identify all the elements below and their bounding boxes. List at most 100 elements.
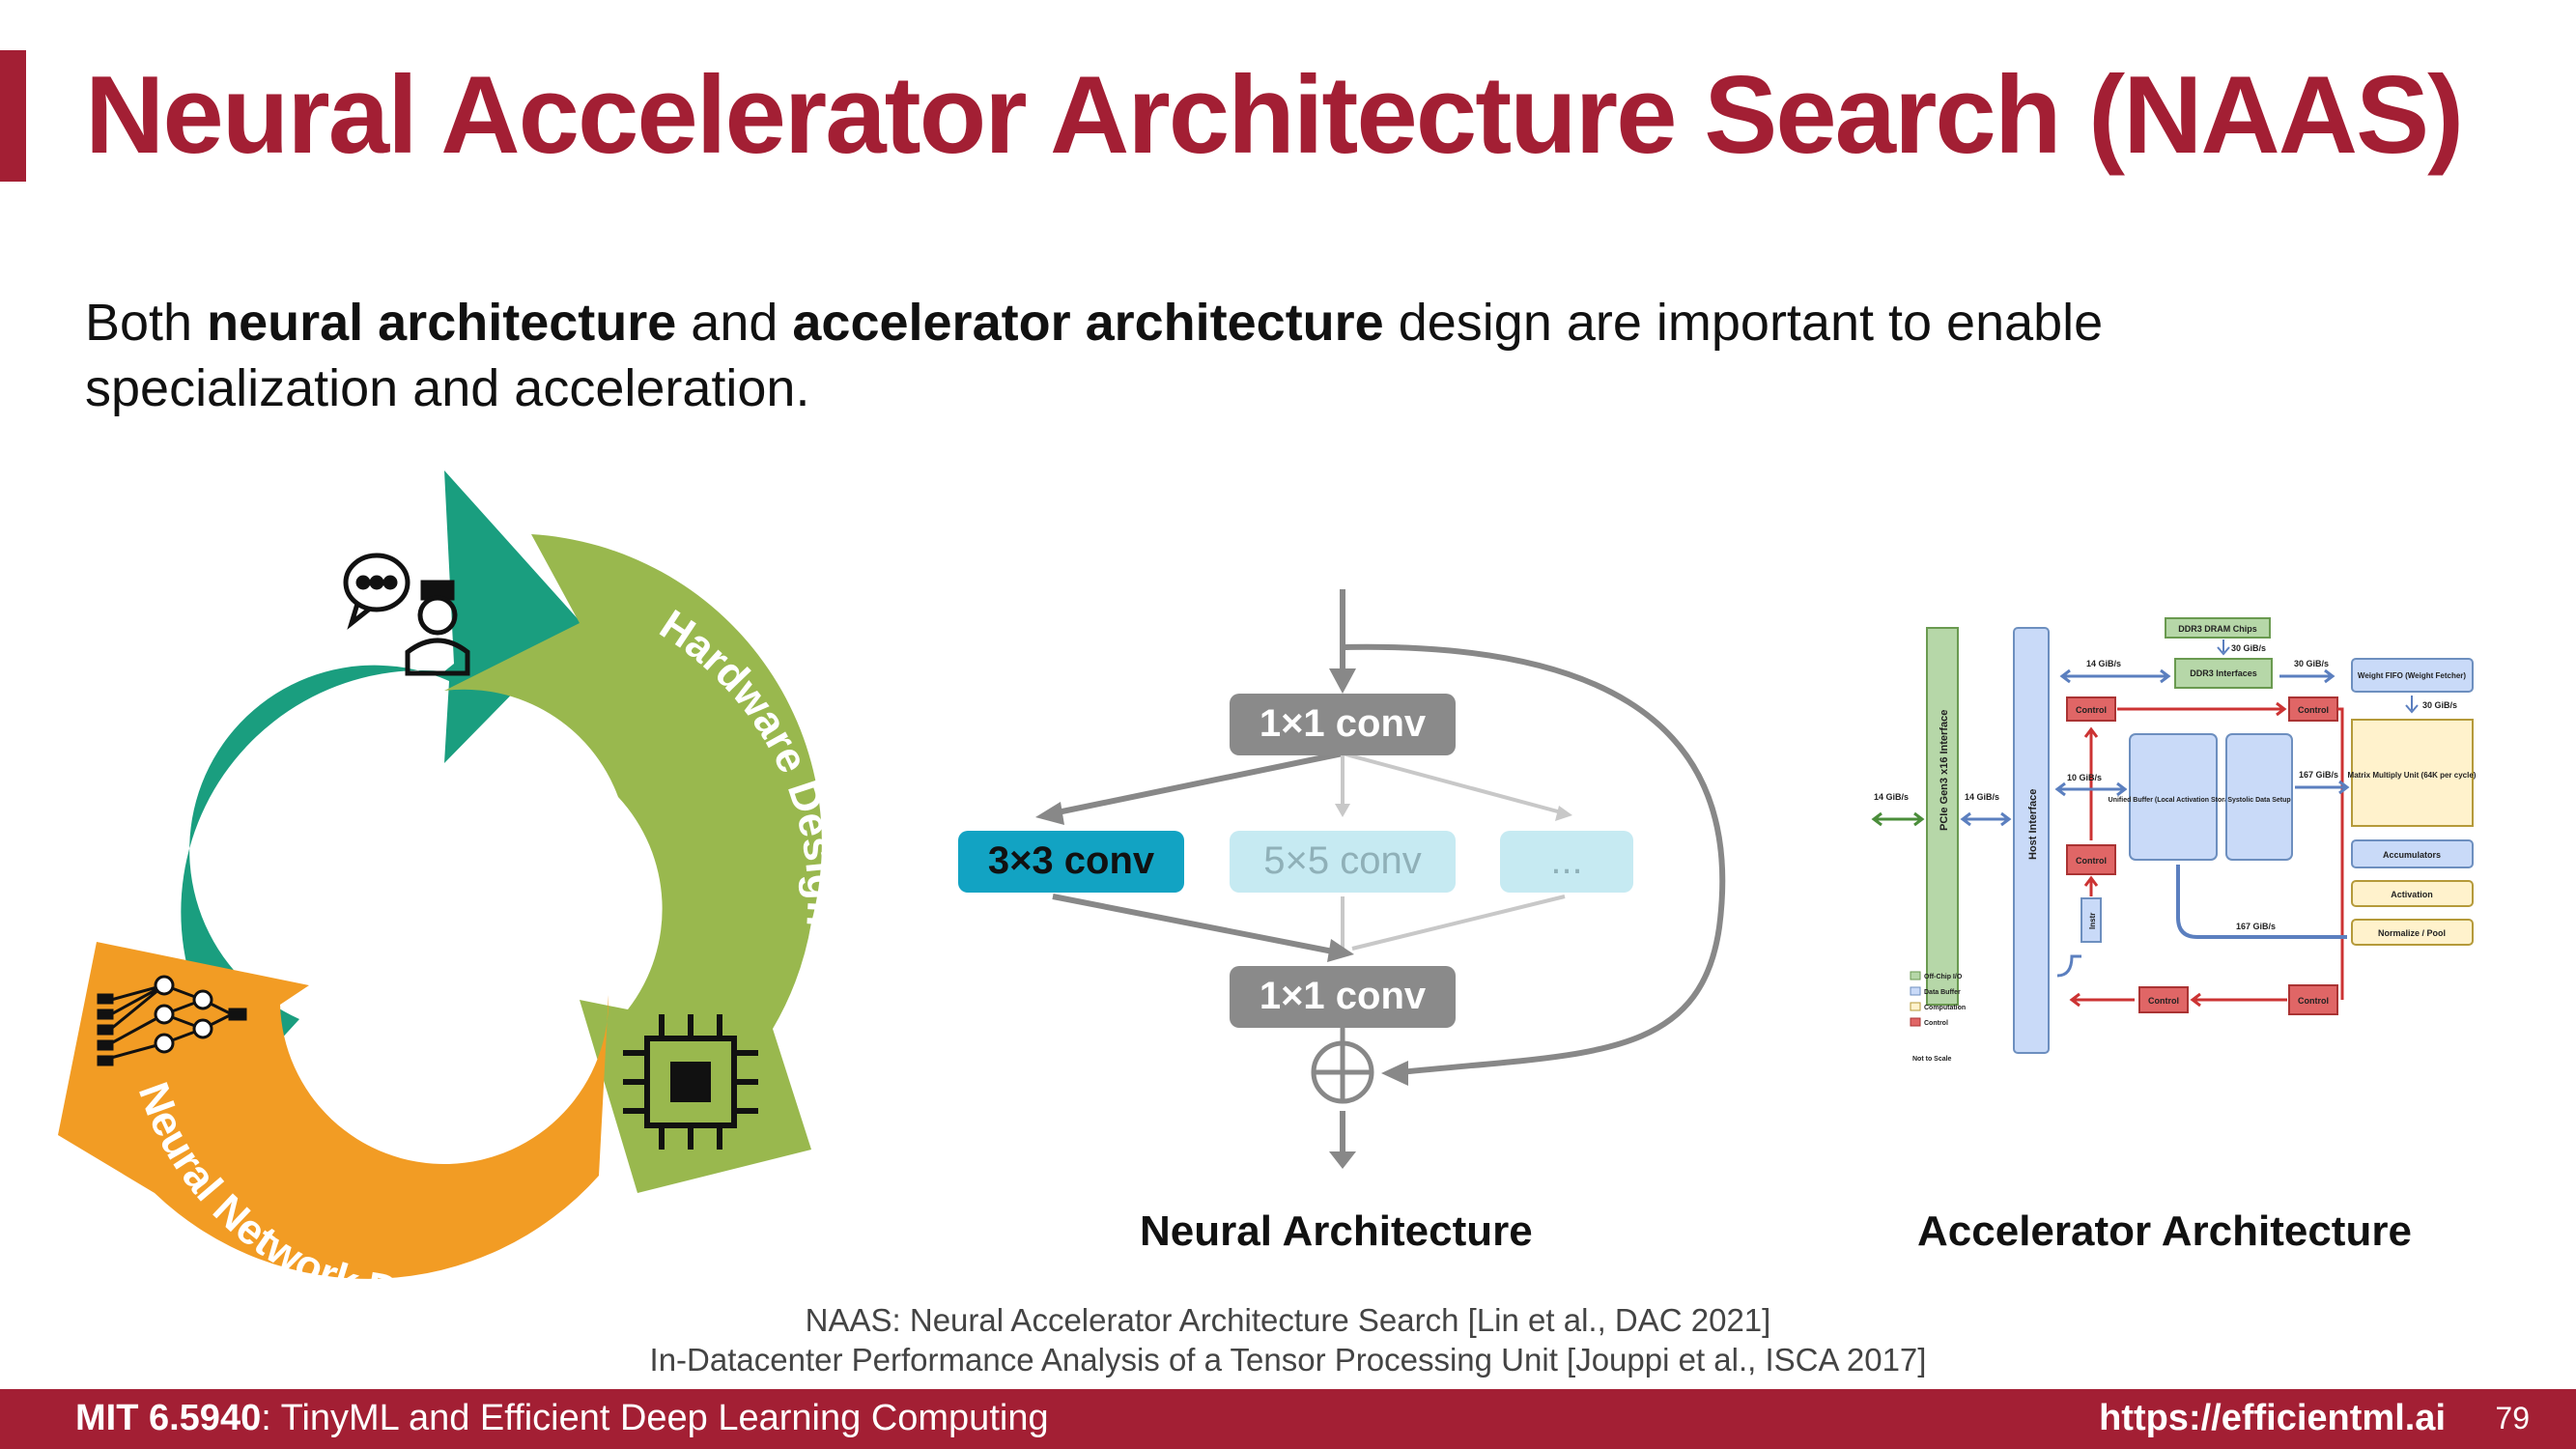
ddr3-weight-arrow <box>2279 668 2335 684</box>
control-right-bus <box>2337 707 2344 1000</box>
course-url-link[interactable]: https://efficientml.ai <box>2099 1398 2446 1438</box>
skip-connection <box>1342 643 1726 1075</box>
merge-arrowhead-3x3 <box>1327 939 1354 962</box>
add-icon <box>1311 1028 1374 1104</box>
control-label-5: Control <box>2298 996 2329 1006</box>
references: NAAS: Neural Accelerator Architecture Se… <box>0 1300 2576 1379</box>
result-feedback-path <box>2176 865 2347 939</box>
bw-label-dram: 30 GiB/s <box>2231 643 2266 653</box>
legend-data-buffer: Data Buffer <box>1924 989 1961 996</box>
branch-arrowhead-more <box>1555 806 1572 821</box>
instr-box <box>2081 897 2102 943</box>
branch-3x3-label: 3×3 conv <box>988 839 1155 882</box>
reference-tpu: In-Datacenter Performance Analysis of a … <box>649 1342 1927 1378</box>
branch-more-label: ... <box>1550 839 1582 882</box>
subtitle-bold-accelerator: accelerator architecture <box>792 294 1384 352</box>
branch-arrow-3x3 <box>1052 751 1344 816</box>
top-conv-box <box>1230 694 1456 755</box>
normalize-pool-box <box>2351 919 2474 946</box>
top-conv-label: 1×1 conv <box>1260 702 1427 745</box>
ddr3-interfaces-box <box>2174 658 2273 689</box>
merge-arrow-3x3 <box>1052 894 1334 954</box>
dram-chips-label: DDR3 DRAM Chips <box>2178 624 2257 634</box>
skip-arrowhead <box>1381 1061 1408 1086</box>
activation-box <box>2351 880 2474 907</box>
bw-label-result: 167 GiB/s <box>2236 922 2276 931</box>
chip-icon <box>623 1014 758 1150</box>
systolic-setup-label: Systolic Data Setup <box>2227 797 2290 804</box>
instr-control-arrow <box>2083 875 2099 896</box>
accumulators-box <box>2351 839 2474 868</box>
bw-label-ddr3-weight: 30 GiB/s <box>2294 659 2329 668</box>
pcie-interface-box <box>1926 627 1959 1006</box>
unified-buffer-box <box>2129 733 2218 861</box>
slide-title: Neural Accelerator Architecture Search (… <box>85 54 2464 177</box>
matrix-multiply-unit-box <box>2351 719 2474 827</box>
control-label-4: Control <box>2148 996 2179 1006</box>
control-link-arrow <box>2117 701 2287 717</box>
neural-architecture-caption: Neural Architecture <box>1140 1208 1533 1255</box>
pcie-host-arrow <box>1960 811 2012 827</box>
systolic-mmu-arrow <box>2295 780 2350 795</box>
input-arrowhead <box>1329 668 1356 694</box>
bw-label-host-buffer: 10 GiB/s <box>2067 773 2102 782</box>
control-box-3 <box>2066 844 2116 875</box>
accelerator-architecture-caption: Accelerator Architecture <box>1917 1208 2412 1255</box>
control-box-1 <box>2066 696 2116 722</box>
subtitle-part-2: and <box>676 294 793 352</box>
reference-naas: NAAS: Neural Accelerator Architecture Se… <box>805 1302 1771 1338</box>
output-arrowhead <box>1329 1151 1356 1169</box>
branch-more-box <box>1500 831 1633 893</box>
subtitle-part-1: Both <box>85 294 208 352</box>
footer-bar: MIT 6.5940: TinyML and Efficient Deep Le… <box>0 1389 2576 1449</box>
course-info: MIT 6.5940: TinyML and Efficient Deep Le… <box>75 1398 1049 1439</box>
legend-control: Control <box>1924 1020 1948 1027</box>
bw-label-weight-mmu: 30 GiB/s <box>2422 700 2457 710</box>
host-interface-box <box>2013 627 2050 1054</box>
pcie-external-arrow <box>1871 811 1925 827</box>
activation-label: Activation <box>2391 890 2433 899</box>
subtitle-bold-neural: neural architecture <box>207 294 677 352</box>
bw-label-pcie-in: 14 GiB/s <box>1874 792 1909 802</box>
legend-offchip: Off-Chip I/O <box>1924 974 1963 980</box>
neural-architecture-diagram: 1×1 conv 3×3 conv 5×5 conv ... 1×1 conv <box>958 589 1726 1169</box>
weight-fifo-label: Weight FIFO (Weight Fetcher) <box>2358 671 2466 680</box>
subtitle-part-3: design are important to enable specializ… <box>85 294 2104 417</box>
branch-5x5-label: 5×5 conv <box>1263 839 1421 882</box>
unified-buffer-label: Unified Buffer (Local Activation Storage… <box>2109 797 2239 804</box>
title-accent-bar <box>0 50 26 182</box>
host-buffer-arrow <box>2054 781 2128 797</box>
normalize-pool-label: Normalize / Pool <box>2378 928 2446 938</box>
control-box-5 <box>2288 984 2338 1015</box>
legend-computation: Computation <box>1924 1005 1966 1011</box>
control-box-4 <box>2138 986 2189 1013</box>
engineer-feedback-icon <box>343 553 470 676</box>
design-cycle-diagram: Feedback Hardware Design Neural Network … <box>58 470 831 1309</box>
control-label-1: Control <box>2076 705 2107 715</box>
bw-label-host-ddr3: 14 GiB/s <box>2086 659 2121 668</box>
feedback-arrow <box>181 470 581 1077</box>
neural-network-icon <box>97 975 247 1066</box>
legend: Off-Chip I/O Data Buffer Computation Con… <box>1910 971 1966 1063</box>
dram-chips-box <box>2165 617 2271 639</box>
ddr3-interfaces-label: DDR3 Interfaces <box>2190 668 2257 678</box>
mmu-label: Matrix Multiply Unit (64K per cycle) <box>2348 771 2477 780</box>
bottom-control-arrow <box>2190 992 2287 1008</box>
control-label-2: Control <box>2298 705 2329 715</box>
accelerator-architecture-diagram: PCIe Gen3 x16 Interface Host Interface 1… <box>1871 617 2477 1063</box>
dram-arrow <box>2217 639 2230 656</box>
slide-subtitle: Both neural architecture and accelerator… <box>85 290 2307 421</box>
page-number: 79 <box>2495 1401 2530 1435</box>
systolic-setup-box <box>2225 733 2293 861</box>
branch-arrow-more <box>1342 752 1566 815</box>
host-ddr3-arrow <box>2059 668 2171 684</box>
merge-arrow-more <box>1351 895 1566 951</box>
bottom-conv-label: 1×1 conv <box>1260 975 1427 1017</box>
instr-label: Instr <box>2088 913 2097 929</box>
bottom-conv-box <box>1230 966 1456 1028</box>
course-name: : TinyML and Efficient Deep Learning Com… <box>261 1398 1049 1438</box>
host-interface-label: Host Interface <box>2027 789 2039 860</box>
hardware-design-arrow <box>444 534 822 1193</box>
course-code: MIT 6.5940 <box>75 1398 262 1438</box>
accumulators-label: Accumulators <box>2383 850 2441 860</box>
